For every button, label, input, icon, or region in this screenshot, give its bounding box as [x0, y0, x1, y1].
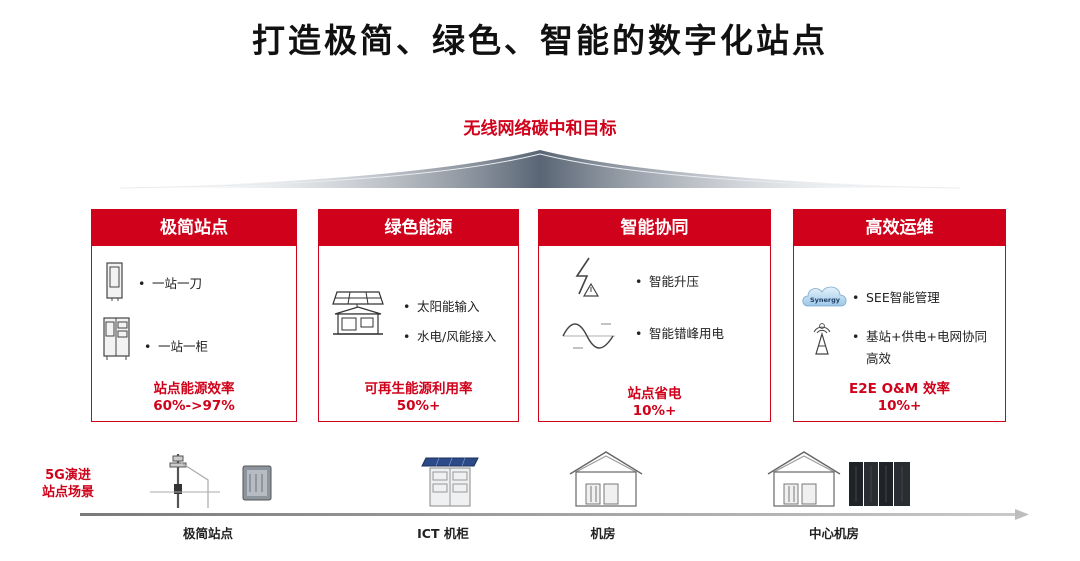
page-title: 打造极简、绿色、智能的数字化站点	[252, 21, 828, 60]
goal-arch-graphic	[120, 150, 960, 189]
card-title: 绿色能源	[319, 210, 518, 246]
card-title: 高效运维	[794, 210, 1005, 246]
card-smart-synergy: 智能协同 •智能升压 •智能错峰用电 站点省电 10%+	[538, 209, 771, 422]
bullet-item: •一站一刀	[138, 276, 203, 291]
bullet-item: •一站一柜	[144, 339, 209, 354]
tower-sync-icon	[813, 323, 831, 355]
card-minimal-site: 极简站点 •一站一刀 •一站一柜 站点能源效率 60%->97%	[91, 209, 297, 422]
bullet-item: •SEE智能管理	[852, 290, 940, 305]
site-label: 极简站点	[182, 526, 233, 541]
voltage-boost-icon	[575, 257, 600, 297]
site-label: 中心机房	[808, 526, 859, 541]
bullet-item-continuation: 高效	[866, 351, 892, 366]
central-room-illustration	[767, 451, 841, 507]
site-label: ICT 机柜	[417, 526, 469, 541]
goal-title: 无线网络碳中和目标	[463, 119, 617, 139]
card-metric: 站点能源效率 60%->97%	[153, 381, 235, 414]
bullet-item: •基站+供电+电网协同	[852, 329, 987, 344]
pole-site-illustration	[150, 454, 220, 508]
card-title: 极简站点	[92, 210, 296, 246]
card-metric: 站点省电 10%+	[627, 386, 682, 419]
bullet-item: •水电/风能接入	[403, 329, 497, 344]
cabinet-slim-icon	[106, 262, 123, 301]
evolution-timeline-arrow	[80, 509, 1029, 520]
site-label: 机房	[590, 526, 616, 541]
bullet-item: •智能错峰用电	[635, 326, 725, 341]
card-metric: 可再生能源利用率 50%+	[364, 381, 473, 414]
scene-label: 5G演进 站点场景	[41, 468, 94, 500]
equipment-room-illustration	[569, 451, 643, 507]
bullet-item: •太阳能输入	[403, 299, 480, 314]
cloud-icon	[802, 286, 847, 307]
peak-shaving-icon	[562, 323, 615, 349]
solar-station-icon	[332, 291, 384, 335]
card-title: 智能协同	[539, 210, 770, 246]
outdoor-box-illustration	[242, 465, 272, 501]
server-racks-illustration	[849, 462, 910, 506]
card-efficient-om: 高效运维 Synergy •SEE智能管理 •基站+供电+电网协同 高效 E2E…	[793, 209, 1006, 422]
ict-cabinet-illustration	[421, 457, 479, 507]
card-green-energy: 绿色能源 •太阳能输入 •水电/风能接入 可再生能源利用率 50%+	[318, 209, 519, 422]
card-metric: E2E O&M 效率 10%+	[849, 381, 950, 414]
cabinet-full-icon	[103, 317, 130, 360]
bullet-item: •智能升压	[635, 274, 700, 289]
synergy-icon-label: Synergy	[809, 296, 841, 304]
